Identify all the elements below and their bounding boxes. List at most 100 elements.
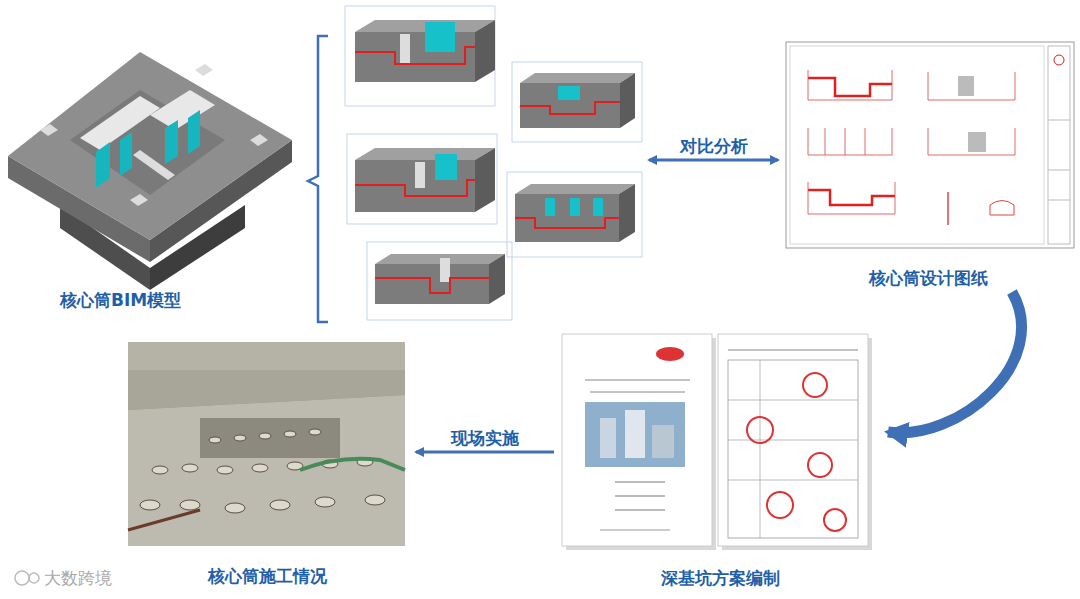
section-views-part-part [520, 73, 635, 83]
section-views-part-part [515, 184, 635, 194]
section-views-part-part [355, 47, 475, 64]
scheme-documents-part [760, 360, 761, 538]
design-sheet-part [1048, 46, 1070, 244]
section-views-part-part [570, 198, 580, 216]
flow-arrow [888, 292, 1022, 433]
watermark-icon-part [15, 571, 29, 585]
site-photo-part-part [152, 466, 168, 474]
edge-label-holder: 对比分析 [677, 134, 751, 158]
section-views-part-part [355, 180, 475, 196]
bim-model [8, 52, 292, 290]
design-sheet-part [1048, 170, 1070, 171]
section-views-part [345, 6, 495, 106]
section-views-part-part [347, 134, 497, 224]
section-views-part-part [558, 86, 580, 100]
scheme-documents-part [803, 373, 827, 397]
design-sheet-part [947, 192, 949, 225]
design-sheet-part [928, 72, 1015, 100]
section-views [345, 6, 642, 320]
bim-model-part [250, 134, 268, 146]
scheme-documents-part [747, 417, 773, 443]
site-photo-part-part [259, 433, 271, 439]
bim-model-part [8, 52, 292, 240]
scheme-documents-part [728, 400, 858, 401]
site-photo-part [140, 429, 385, 513]
design-sheet-part [808, 128, 892, 155]
bim-model-part [165, 120, 178, 164]
design-sheet [786, 42, 1074, 248]
section-views-part-part [375, 264, 489, 304]
scheme-documents-part [728, 480, 858, 481]
design-sheet-part [808, 70, 892, 100]
watermark-icon [15, 571, 39, 585]
section-views-part-part [620, 73, 635, 128]
watermark: 大数跨境 [14, 566, 112, 590]
scheme-documents-part [728, 440, 858, 441]
node-caption: 核心筒设计图纸 [869, 266, 988, 290]
site-photo-part-part [225, 503, 245, 513]
watermark-text: 大数跨境 [44, 566, 112, 590]
design-sheet-part [1048, 120, 1070, 121]
scheme-documents-part [585, 380, 690, 381]
section-views-part [507, 172, 642, 257]
section-views-part-part [440, 258, 450, 282]
edge-label: 现场实施 [448, 428, 522, 448]
section-views-part-part [515, 194, 619, 242]
section-views-part-part [425, 22, 455, 52]
bim-model-part [188, 110, 200, 154]
flow-arrow [416, 451, 554, 454]
scheme-documents-part [615, 496, 665, 497]
scheme-documents-part [615, 510, 665, 511]
bim-model-part [40, 124, 58, 136]
design-sheet-part [808, 190, 895, 205]
design-sheet-part [928, 128, 1015, 155]
section-views-part [347, 134, 497, 224]
site-photo-part-part [182, 464, 198, 472]
section-views-part-part [355, 148, 495, 160]
site-photo-part [128, 342, 405, 546]
node-caption: 核心筒施工情况 [208, 564, 327, 588]
section-views-part-part [520, 102, 620, 114]
section-views-part-part [400, 34, 410, 64]
section-views-part [512, 62, 642, 142]
scheme-documents-part [767, 492, 793, 518]
bracket [308, 36, 328, 322]
scheme-documents-part [585, 402, 685, 467]
edge-label-holder: 现场实施 [448, 426, 522, 450]
image-node: 核心筒施工情况 [125, 338, 410, 588]
design-sheet-part [790, 46, 1044, 244]
scheme-documents-part [824, 509, 846, 531]
scheme-documents-part [728, 360, 858, 538]
design-sheet-part [808, 78, 892, 96]
scheme-documents-part [562, 334, 712, 546]
image-node: 核心筒设计图纸 [782, 38, 1074, 290]
design-sheet-part [808, 182, 895, 214]
section-views-part-part [593, 198, 603, 216]
section-views-part-part [475, 20, 495, 82]
site-photo-part-part [252, 464, 268, 472]
site-photo-part-part [284, 431, 296, 437]
design-sheet-part [786, 42, 1074, 248]
site-photo-part-part [309, 429, 321, 435]
bim-model-part [120, 132, 132, 176]
section-views-part-part [512, 62, 642, 142]
bim-model-part [150, 90, 215, 130]
section-views-part-part [520, 83, 620, 128]
flow-arrow [649, 159, 778, 162]
site-photo-part [200, 418, 340, 458]
scheme-documents-part [652, 425, 674, 458]
section-views-part-part [489, 254, 505, 304]
section-views-part-part [367, 242, 512, 320]
section-views-part-part [507, 172, 642, 257]
design-sheet-part [968, 132, 986, 152]
section-views-part-part [619, 184, 635, 242]
section-views-part-part [475, 148, 495, 212]
node-caption: 核心筒BIM模型 [60, 288, 181, 312]
section-views-part-part [375, 278, 489, 293]
site-photo-part-part [140, 500, 160, 510]
site-photo-part [128, 510, 200, 530]
design-sheet-part [845, 128, 846, 155]
edge-label: 对比分析 [677, 136, 751, 156]
design-sheet-part [825, 128, 826, 155]
bim-model-part [133, 150, 175, 180]
